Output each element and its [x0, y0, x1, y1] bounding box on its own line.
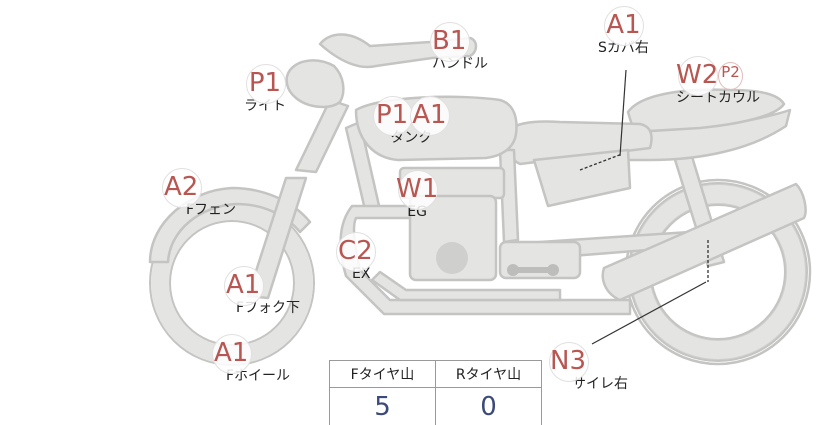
light-code: P1	[245, 64, 287, 104]
headlight-shape	[285, 59, 345, 109]
tag-front-wheel[interactable]: A1 Fホイール	[212, 334, 291, 384]
tag-exhaust[interactable]: C2 EX	[336, 232, 377, 282]
exhaust-code: C2	[336, 232, 377, 272]
handle-code: B1	[430, 22, 471, 62]
tag-engine[interactable]: W1 EG	[396, 170, 439, 220]
front-fork-lower-code: A1	[224, 266, 265, 306]
tag-front-fork-lower[interactable]: A1 Fフォク下	[224, 266, 300, 316]
silencer-right-label: サイレ右	[572, 376, 628, 392]
tank-code-1: P1	[373, 96, 414, 136]
tire-tread-table: Fタイヤ山 Rタイヤ山 5 0	[329, 360, 542, 425]
front-tire-tread-value: 5	[329, 387, 436, 425]
tag-silencer-right[interactable]: N3 サイレ右	[549, 342, 628, 392]
front-fork-shape	[246, 176, 308, 300]
seat-cowl-shape	[626, 88, 786, 134]
seat-cowl-code-1: W2	[676, 56, 719, 96]
front-wheel-label: Fホイール	[226, 368, 291, 384]
front-fender-label: Fフェン	[186, 202, 237, 218]
silencer-shape	[601, 182, 807, 302]
tag-tank[interactable]: P1 A1 タンク	[373, 96, 451, 146]
tag-side-cover-right[interactable]: A1 Sカバ右	[598, 6, 649, 56]
front-fender-code: A2	[162, 168, 203, 208]
rear-tire-tread-value: 0	[435, 387, 542, 425]
side-cover-right-label: Sカバ右	[598, 40, 649, 56]
front-wheel-code: A1	[212, 334, 253, 374]
tag-front-fender[interactable]: A2 Fフェン	[162, 168, 237, 218]
tank-code-2: A1	[410, 96, 451, 136]
side-cover-right-code: A1	[604, 6, 645, 46]
front-tire-tread-header: Fタイヤ山	[329, 360, 436, 388]
rear-tire-tread-header: Rタイヤ山	[435, 360, 542, 388]
tag-light[interactable]: P1 ライト	[244, 64, 287, 114]
light-label: ライト	[244, 98, 286, 114]
tag-handle[interactable]: B1 ハンドル	[430, 22, 488, 72]
side-cover-shape	[532, 148, 632, 208]
engine-code: W1	[396, 170, 439, 210]
silencer-right-code: N3	[549, 342, 589, 382]
tag-seat-cowl[interactable]: W2 P2 シートカウル	[676, 56, 760, 106]
seat-cowl-code-2: P2	[718, 62, 743, 90]
